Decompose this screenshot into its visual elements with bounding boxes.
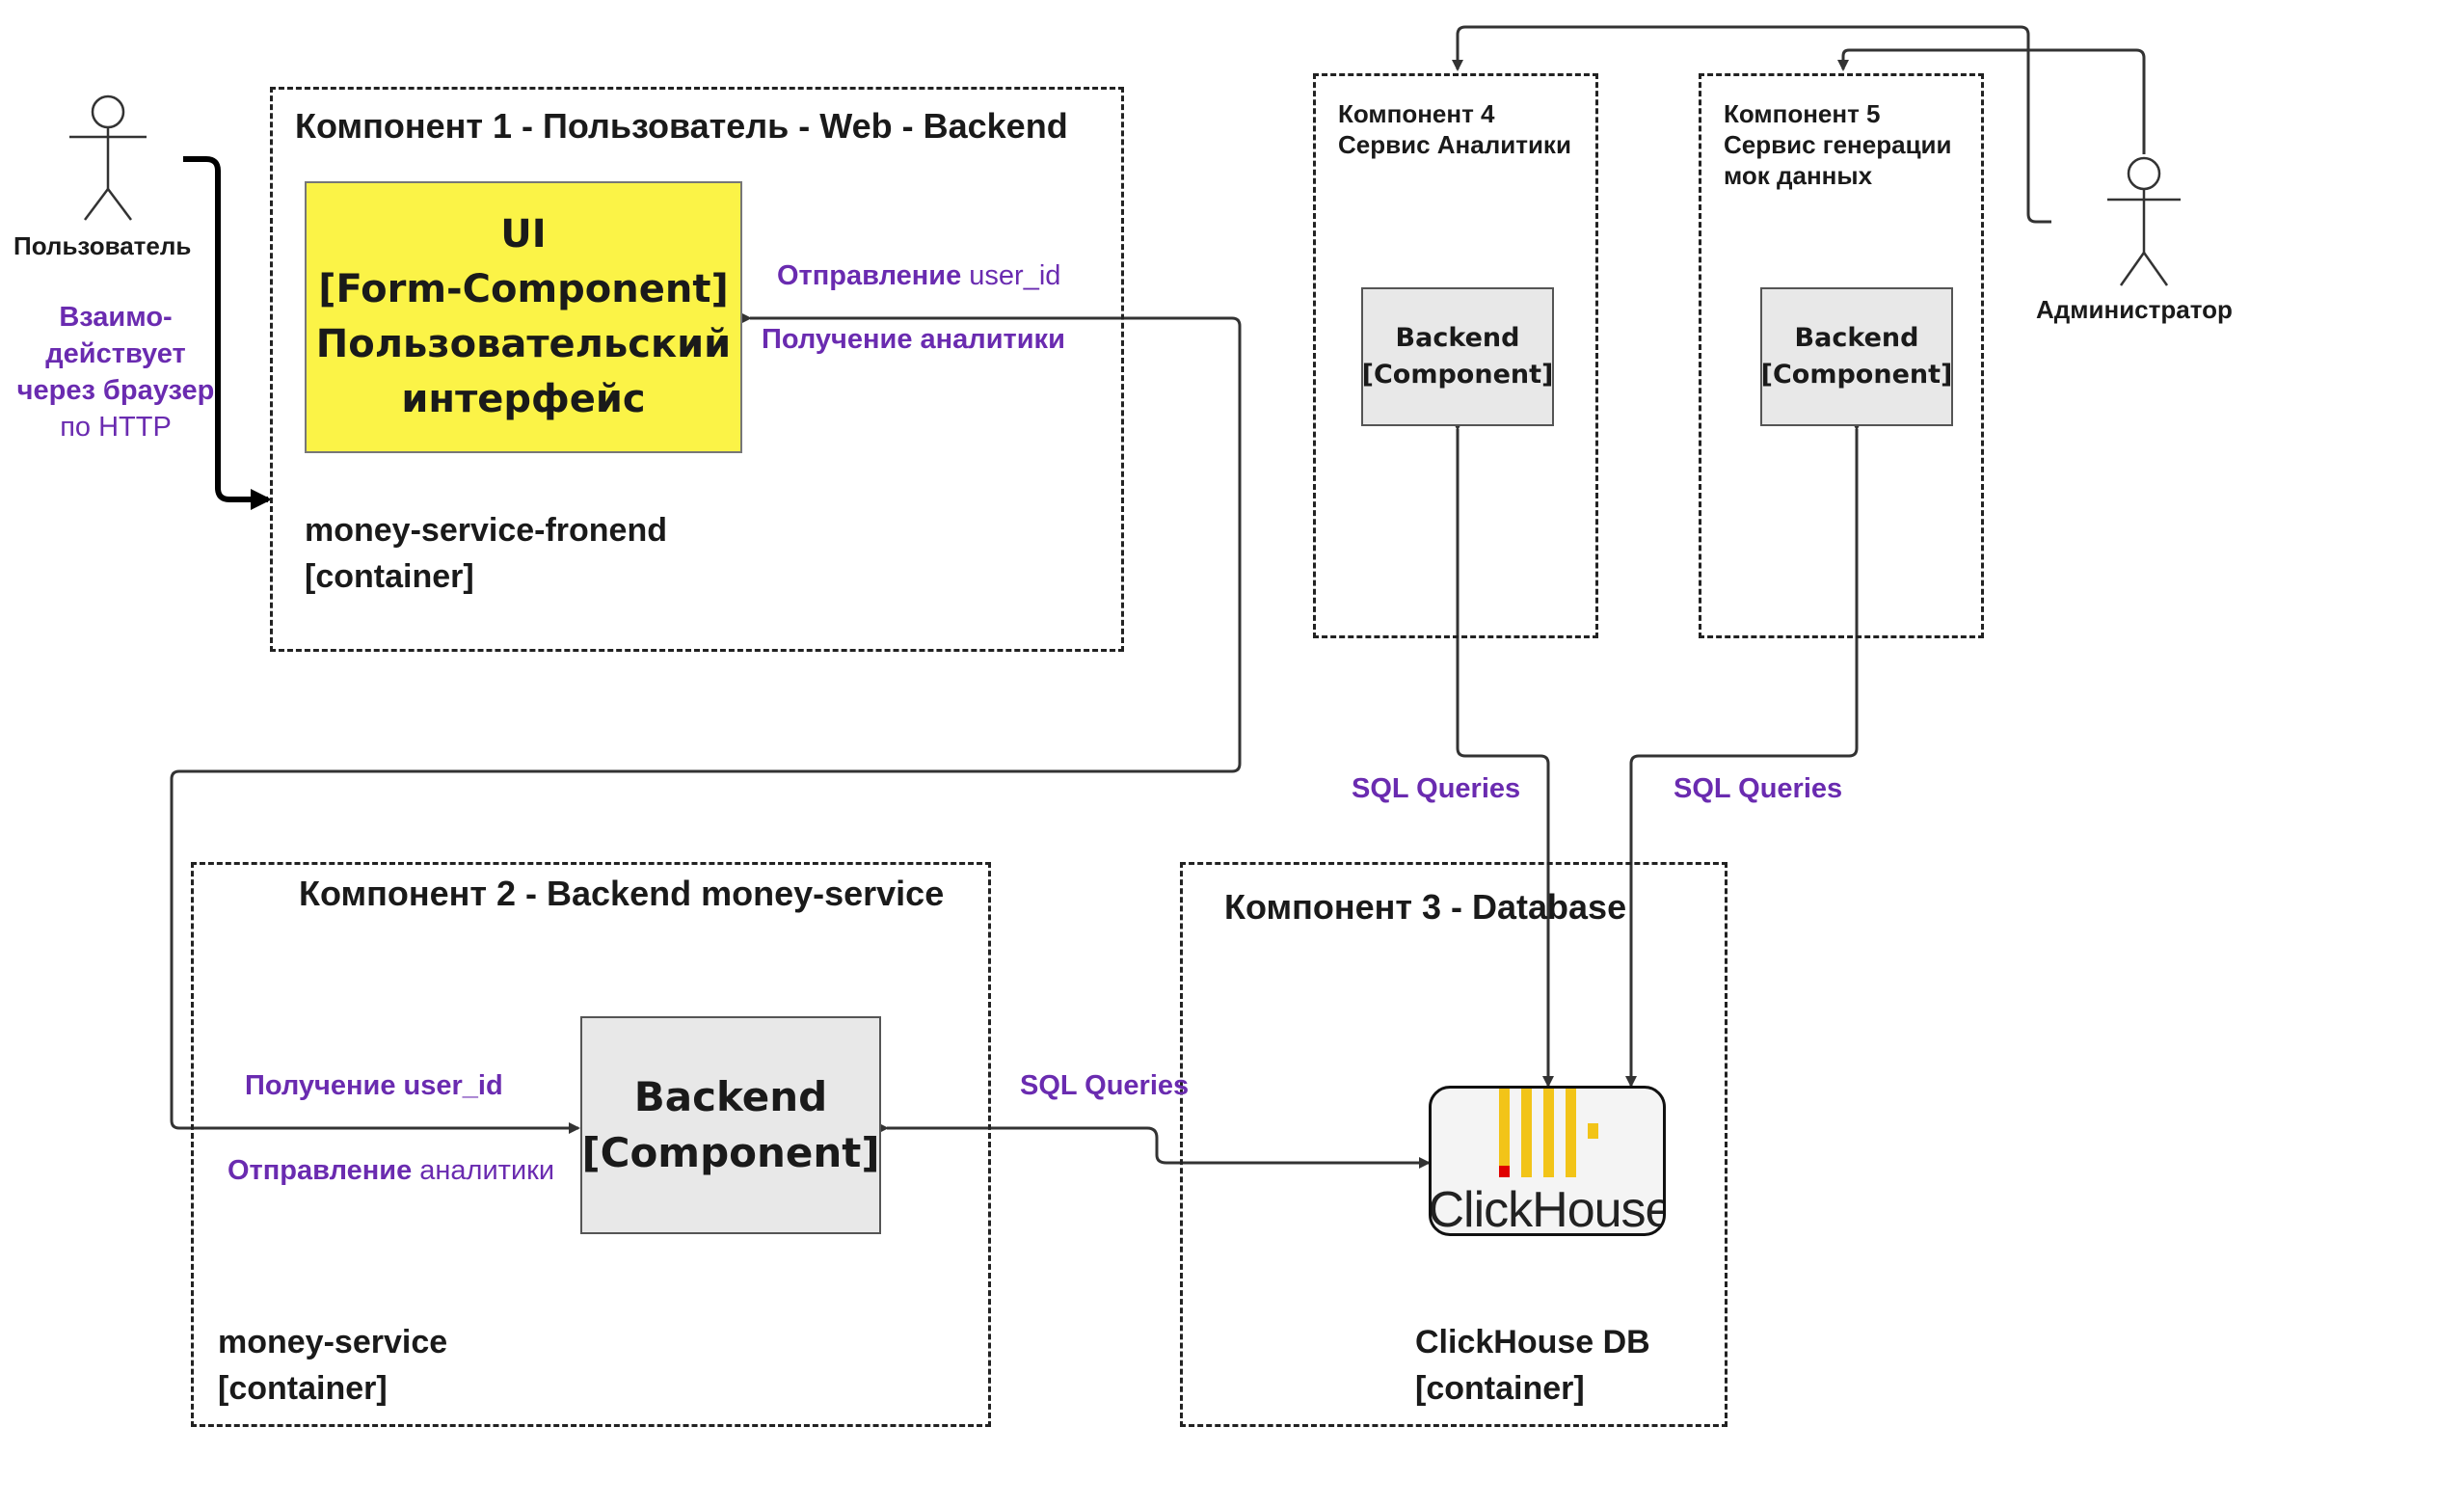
analytics-backend-component: Backend [Component] [1361,287,1554,426]
send-user-id-plain: user_id [969,260,1061,291]
clickhouse-bar-4 [1566,1089,1576,1177]
clickhouse-bar-5 [1588,1123,1598,1139]
interaction-note: Взаимо- действует через браузер по HTTP [10,299,222,445]
receive-analytics-label: Получение аналитики [762,324,1065,355]
interaction-line-1: Взаимо- [59,302,173,333]
sql-queries-mockgen-label: SQL Queries [1674,773,1843,804]
admin-to-mockgen-arrow [1837,48,2146,154]
clickhouse-logo: ClickHouse [1429,1086,1666,1236]
component4-title: Компонент 4 Сервис Аналитики [1338,99,1571,159]
user-actor-label: Пользователь [13,231,192,260]
component3-boundary [1180,862,1727,1427]
interaction-line-3: через браузер [16,375,215,406]
analytics-clickhouse-link [1452,419,1554,1088]
send-analytics-bold: Отправление [228,1155,413,1186]
clickhouse-bar-1 [1499,1089,1510,1177]
clickhouse-bar-2 [1521,1089,1532,1177]
user-to-frontend-arrow [183,156,272,510]
money-service-backend-component: Backend [Component] [580,1016,881,1234]
ui-backend-link [170,312,1242,1134]
admin-actor-label: Администратор [2036,295,2233,324]
ui-form-component: UI [Form-Component] Пользовательский инт… [305,181,742,453]
send-analytics-label: Отправление аналитики [228,1155,554,1187]
send-user-id-label: Отправление user_id [777,260,1060,292]
admin-to-analytics-arrow [1452,25,2051,224]
clickhouse-bar-3 [1543,1089,1554,1177]
component1-container-label: money-service-fronend [container] [305,512,667,595]
mockgen-clickhouse-link [1625,419,1862,1088]
user-actor-icon [69,94,147,221]
mockgen-backend-component: Backend [Component] [1760,287,1953,426]
component2-title: Компонент 2 - Backend money-service [299,874,945,913]
interaction-line-4: по HTTP [60,412,172,443]
receive-user-id-label: Получение user_id [245,1070,503,1101]
interaction-line-2: действует [45,338,186,369]
sql-queries-analytics-label: SQL Queries [1352,773,1521,804]
sql-queries-backend-label: SQL Queries [1020,1070,1190,1101]
send-user-id-bold: Отправление [777,260,962,291]
clickhouse-red-square [1499,1166,1510,1177]
component3-title: Компонент 3 - Database [1224,887,1627,927]
component4-boundary [1313,73,1598,638]
backend-clickhouse-link [877,1122,1431,1169]
component2-boundary [191,862,991,1427]
admin-actor-icon [2107,156,2181,286]
clickhouse-logo-text: ClickHouse [1429,1182,1666,1236]
component1-boundary [270,87,1124,652]
component3-container-label: ClickHouse DB [container] [1415,1324,1650,1407]
send-analytics-plain: аналитики [419,1155,555,1186]
component5-title: Компонент 5 Сервис генерации мок данных [1724,99,1952,190]
component5-boundary [1699,73,1984,638]
component1-title: Компонент 1 - Пользователь - Web - Backe… [295,106,1068,146]
component2-container-label: money-service [container] [218,1324,448,1407]
